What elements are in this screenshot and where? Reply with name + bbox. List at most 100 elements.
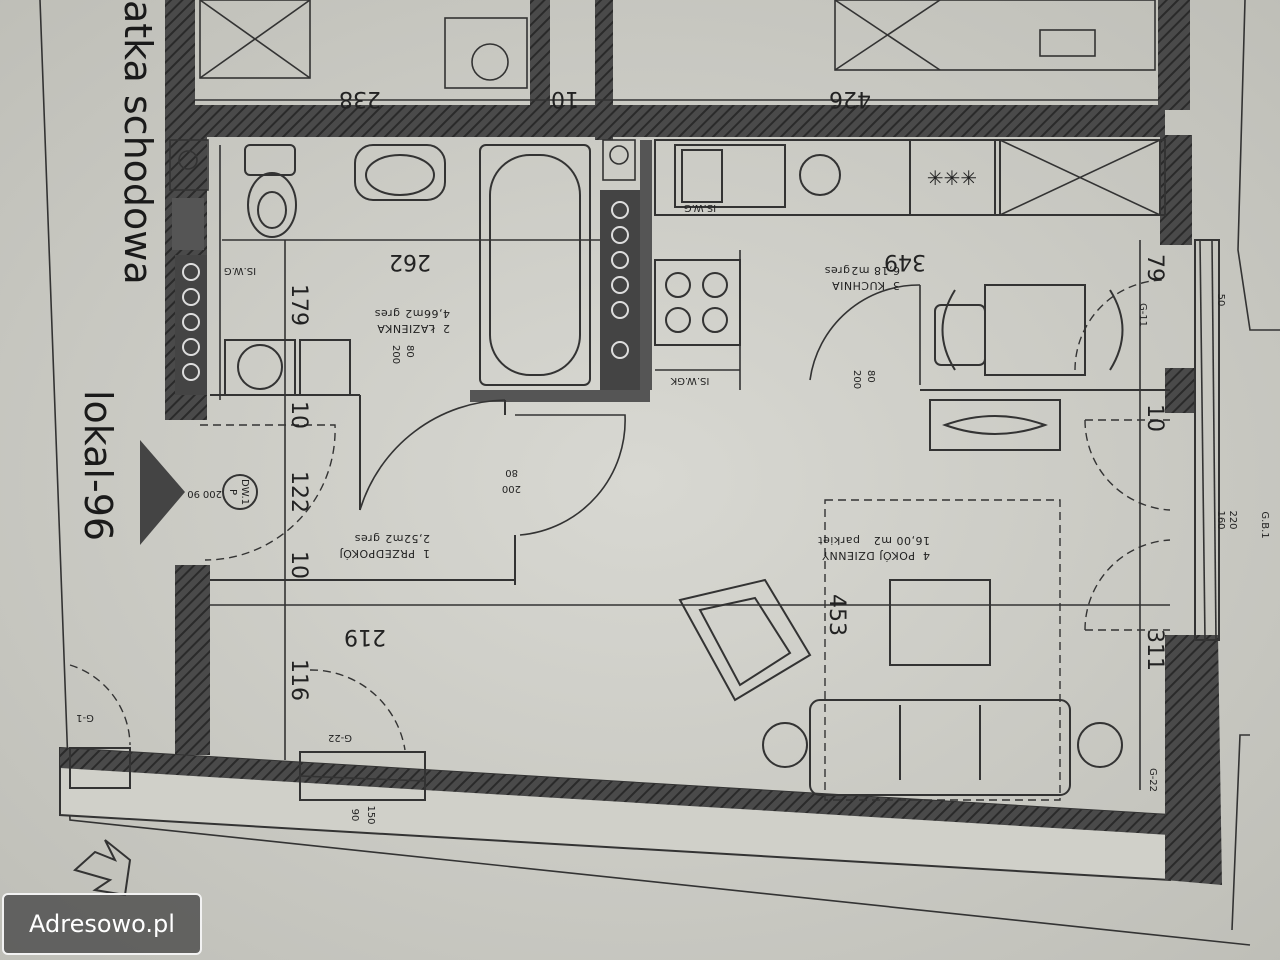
window-bottom-mid-line (299, 775, 426, 782)
room-living-label: 4 POKÓJ DZIENNY 16,00 m2 parkiet (818, 534, 930, 562)
shower-x2 (199, 0, 311, 79)
window-label-g1: G-1 (76, 712, 94, 723)
stove-burners: ✳✳✳ (927, 166, 977, 190)
window-label-gb1: G.B.1 (1259, 511, 1270, 538)
dim-453: 453 (824, 594, 849, 636)
entry-arrow-icon (72, 839, 132, 897)
kitchen-stove (909, 139, 996, 216)
left-wall-lower (175, 565, 210, 755)
shaft-left (175, 255, 207, 395)
stair-label: atka schodowa (116, 0, 160, 285)
door-tag-text: DW.1 P (227, 479, 250, 505)
svg-text:16,00 m2: 16,00 m2 (873, 534, 930, 547)
entry-door-tag (222, 474, 258, 510)
room-hall-label: 1 PRZEDPOKÓJ 2,52m2 gres (339, 532, 430, 560)
armchair-inner (698, 596, 792, 687)
door-swing-balcony-1 (1084, 419, 1171, 511)
kitchen-sink (674, 144, 786, 208)
svg-text:gres: gres (374, 307, 400, 320)
dim-79: 79 (1142, 254, 1167, 282)
svg-text:ŁAZIENKA: ŁAZIENKA (377, 322, 436, 335)
dim-90: 90 (349, 809, 360, 822)
upper-desk (1039, 29, 1096, 57)
bathtub (479, 144, 591, 386)
toilet-seat (257, 191, 287, 229)
bathtub-inner (489, 154, 581, 376)
shaft-label-1: IS.W.G (224, 265, 256, 276)
svg-text:4: 4 (923, 549, 931, 562)
cooktop-burner-2 (702, 272, 728, 298)
shaft-left-top-fixture (178, 150, 198, 170)
shaft-center-top-fixture (609, 145, 629, 165)
dim-220: 220 (1227, 510, 1238, 529)
dim-50: 50 (1215, 294, 1226, 307)
dim-116: 116 (286, 659, 311, 701)
upper-wall (165, 105, 1165, 137)
svg-text:80: 80 (404, 345, 415, 358)
dim-349: 349 (884, 249, 926, 274)
sofa-lamp-right (1077, 722, 1123, 768)
door-swing-bottom (309, 669, 406, 751)
shaft-left-box (172, 198, 204, 250)
kitchen-dishwasher-dial (799, 154, 841, 196)
kitchen-fridge (999, 139, 1161, 216)
upper-mid-pillar-2 (595, 0, 613, 140)
dim-179: 179 (286, 284, 311, 326)
door-label-hall: 200 80 (502, 467, 521, 494)
upper-toilet-box (444, 17, 528, 89)
living-cabinet-shape (942, 415, 1048, 435)
dim-262: 262 (389, 249, 431, 274)
door-label-kitchen: 80 200 (851, 370, 876, 389)
cooktop-burner-1 (665, 272, 691, 298)
svg-text:4,66m2: 4,66m2 (405, 307, 450, 320)
armchair (678, 578, 812, 702)
dim-238: 238 (339, 86, 381, 111)
svg-text:DW.1: DW.1 (239, 479, 250, 505)
dim-10-right: 10 (1142, 404, 1167, 432)
svg-text:2: 2 (443, 322, 451, 335)
cooktop-burner-3 (665, 307, 691, 333)
kitchen-sink-bowl (681, 149, 723, 203)
dim-426: 426 (829, 86, 871, 111)
upper-mid-pillar (530, 0, 550, 110)
shaft-center-circles (611, 201, 629, 359)
sofa-back (809, 699, 1071, 796)
living-cabinet (929, 399, 1061, 451)
rug-outline (824, 499, 1061, 801)
kitchen-chair-right (1109, 289, 1124, 371)
bottom-wall-hatch (60, 748, 1170, 835)
window-bottom-left (69, 747, 131, 789)
right-lower-line (1231, 734, 1250, 931)
window-label-g22-right: G-22 (1147, 768, 1158, 792)
right-exterior-strip (1194, 239, 1220, 641)
shaft-left-top (169, 139, 209, 191)
door-swing-bottom-left (69, 664, 131, 746)
washbasin-bowl (365, 154, 435, 196)
washing-machine-drum (237, 344, 283, 390)
upper-toilet-bowl (471, 43, 509, 81)
window-label-g11: G-11 (1137, 303, 1148, 327)
svg-text:gres: gres (824, 264, 850, 277)
svg-text:80: 80 (505, 467, 518, 478)
svg-text:200: 200 (502, 483, 521, 494)
svg-text:80: 80 (865, 370, 876, 383)
svg-text:POKÓJ DZIENNY: POKÓJ DZIENNY (822, 549, 915, 562)
room-kitchen-label: 3 KUCHNIA 6,18 m2 gres (824, 264, 900, 292)
entry-triangle-icon (140, 440, 185, 545)
door-swing-entry (200, 424, 336, 561)
coffee-table (889, 579, 991, 666)
upper-counter-x2 (834, 0, 941, 71)
sofa-lamp-left (762, 722, 808, 768)
svg-text:P: P (227, 489, 238, 495)
shaft-center (600, 190, 640, 390)
door-swing-kitchen (809, 284, 921, 381)
door-label-bath: 80 200 (390, 345, 415, 364)
outer-frame-line (39, 0, 1251, 946)
svg-text:KUCHNIA: KUCHNIA (832, 279, 885, 292)
watermark-badge: Adresowo.pl (2, 893, 202, 955)
right-wall-lower (1165, 635, 1222, 885)
upper-shower (199, 0, 311, 79)
upper-counter (834, 0, 1156, 71)
dim-219: 219 (344, 624, 386, 649)
